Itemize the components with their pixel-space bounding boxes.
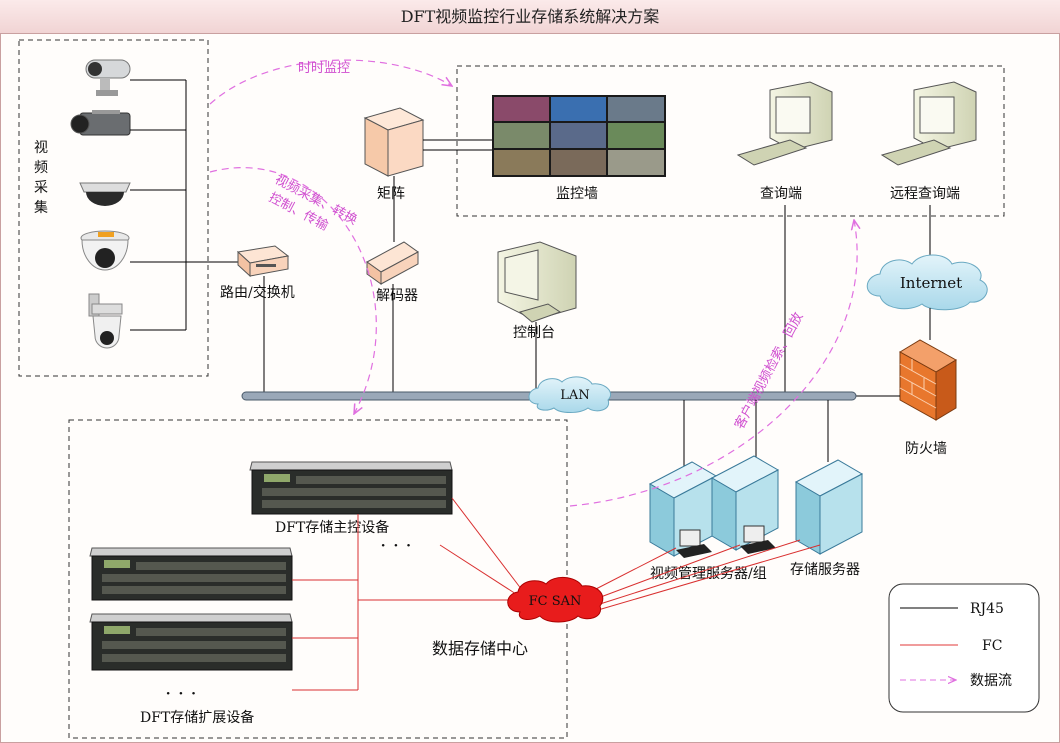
retrieval-dataflow-arrow (569, 220, 857, 507)
realtime-label: 时时监控 (298, 61, 350, 76)
remote-query-workstation-icon (880, 81, 977, 166)
router-switch-icon (236, 245, 290, 278)
data-center-label: 数据存储中心 (432, 639, 528, 658)
query-label: 查询端 (760, 186, 802, 202)
retrieval-label: 客户端视频检索、回放 (731, 310, 806, 432)
page-title: DFT视频监控行业存储系统解决方案 (400, 7, 660, 26)
fc-san-label: FC SAN (529, 594, 582, 609)
video-server-label: 视频管理服务器/组 (650, 566, 767, 582)
storage-server-label: 存储服务器 (790, 562, 860, 578)
router-label: 路由/交换机 (220, 284, 295, 301)
capture-label-1: 视 (34, 140, 48, 156)
console-label: 控制台 (513, 325, 555, 341)
lan-cloud-icon (528, 376, 612, 413)
monitor-wall-icon (492, 95, 666, 177)
firewall-label: 防火墙 (905, 441, 947, 457)
legend-rj45-label: RJ45 (970, 601, 1004, 617)
legend-fc: FC (900, 638, 1002, 654)
storage-expansion-2-icon (89, 613, 293, 671)
internet-cloud-icon (866, 254, 988, 311)
bullet-camera-icon (85, 59, 131, 96)
storage-server-icon (794, 459, 864, 555)
dome-camera-2-icon (80, 230, 130, 271)
legend-dataflow-label: 数据流 (970, 673, 1012, 689)
camera-wiring (130, 79, 238, 331)
internet-label: Internet (900, 274, 962, 292)
legend-box (888, 583, 1040, 713)
legend-dataflow: 数据流 (900, 673, 1012, 689)
legend-fc-label: FC (982, 638, 1002, 654)
lan-label: LAN (560, 388, 589, 403)
decoder-label: 解码器 (376, 288, 418, 304)
storage-master-label: DFT存储主控设备 (275, 519, 389, 536)
master-ellipsis: · · · (380, 533, 412, 557)
legend-rj45: RJ45 (900, 601, 1004, 617)
capture-region (18, 39, 209, 377)
title-bar: DFT视频监控行业存储系统解决方案 (0, 0, 1060, 34)
ptz-camera-icon (88, 293, 123, 349)
monitor-wall-label: 监控墙 (556, 186, 598, 202)
decoder-icon (366, 241, 419, 285)
storage-expansion-1-icon (89, 547, 293, 601)
matrix-icon (363, 107, 425, 177)
remote-query-label: 远程查询端 (890, 186, 960, 202)
console-monitor-icon (497, 241, 577, 323)
fc-san-cloud-icon (507, 577, 604, 623)
query-workstation-icon (736, 81, 833, 166)
fc-links (292, 497, 821, 691)
capture-label-4: 集 (34, 199, 48, 216)
box-camera-icon (70, 110, 131, 136)
storage-master-icon (249, 461, 453, 515)
firewall-icon (899, 339, 957, 421)
expansion-ellipsis: · · · (165, 681, 197, 705)
capture-label-2: 频 (34, 160, 48, 176)
matrix-label: 矩阵 (377, 186, 405, 202)
video-server-2-icon (710, 455, 780, 554)
dome-camera-icon (79, 182, 131, 206)
video-server-1-icon (648, 461, 718, 558)
monitor-region (456, 65, 1005, 217)
capture-label-3: 采 (34, 180, 48, 196)
storage-expansion-label: DFT存储扩展设备 (140, 709, 254, 726)
